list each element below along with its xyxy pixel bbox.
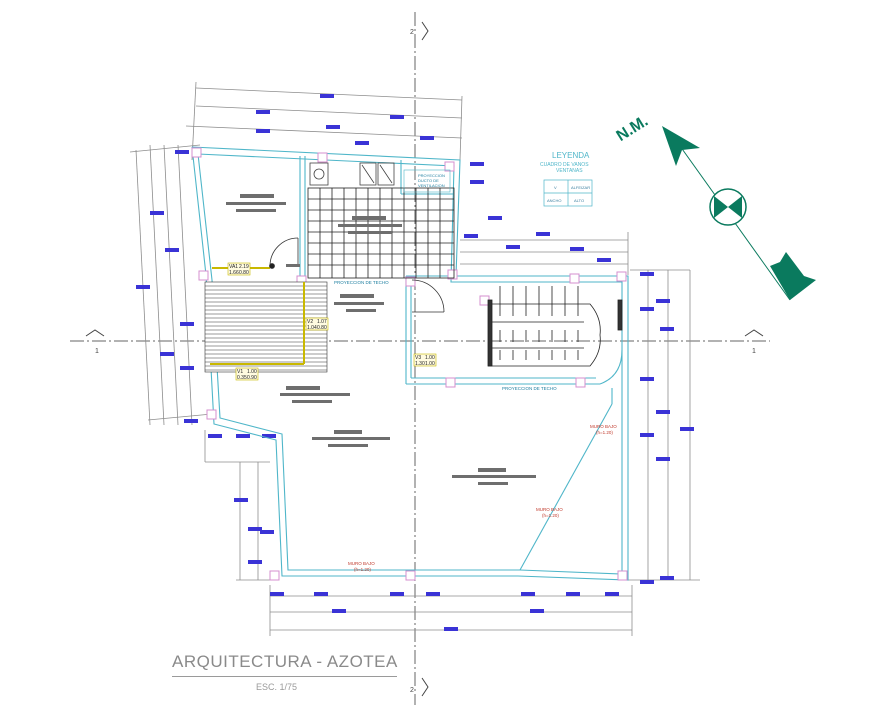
axis-label-left: 1 [95, 348, 99, 355]
title-underline [172, 676, 397, 677]
staircase [487, 286, 623, 367]
window-code: VA1 [229, 264, 238, 270]
roof-projection-note-2: PROYECCION DE TECHO [502, 386, 557, 391]
laundry-fixtures [309, 162, 395, 186]
low-wall-note-1: MURO BAJO [590, 424, 617, 429]
axis-label-right: 1 [752, 348, 756, 355]
window-bottom-b: 0.80 [317, 325, 327, 331]
low-wall-height-1: (h=1.20) [596, 430, 613, 435]
window-code: V3 [415, 355, 421, 361]
window-code: V1 [237, 369, 243, 375]
window-tag-v1: V1 1.00 0.35 0.90 [235, 367, 259, 381]
window-top-value: 1.07 [317, 319, 327, 325]
window-bottom-a: 1.66 [229, 270, 239, 276]
roof-hatch [204, 281, 328, 373]
legend-subtitle-1: CUADRO DE VANOS [540, 162, 589, 168]
window-bottom-a: 0.35 [237, 375, 247, 381]
axis-label-top: 2 [410, 29, 414, 36]
low-wall-height-2: (h=1.20) [542, 513, 559, 518]
column-markers [191, 147, 628, 581]
low-wall-note-2: MURO BAJO [536, 507, 563, 512]
legend-row-2-value: ALTO [574, 198, 584, 203]
window-top-value: 1.00 [247, 369, 257, 375]
window-bottom-a: 1.04 [307, 325, 317, 331]
north-label: N.M. [614, 113, 652, 145]
duct-note-line-2: DUCTO DE [418, 178, 439, 183]
duct-box [403, 169, 451, 193]
legend-title: LEYENDA [552, 151, 590, 160]
legend-subtitle-2: VENTANAS [556, 168, 583, 174]
legend: LEYENDA CUADRO DE VANOS VENTANAS V ALFEI… [540, 151, 593, 207]
north-arrow: N.M. [614, 113, 816, 301]
axis-lines [70, 12, 770, 705]
window-tag-v2: V2 1.07 1.04 0.80 [305, 317, 329, 331]
dimension-tags [136, 94, 694, 631]
low-wall-note-3: MURO BAJO [348, 561, 375, 566]
legend-row-2-code: ANCHO [547, 198, 561, 203]
legend-row-1-code: V [554, 185, 557, 190]
room-label-blocks [226, 194, 536, 485]
duct-note-line-3: VENTILACION [418, 183, 445, 188]
legend-row-1-value: ALFEIZAR [571, 185, 590, 190]
window-top-value: 2.19 [239, 264, 249, 270]
title-block: ARQUITECTURA - AZOTEA ESC. 1/75 [172, 652, 412, 692]
window-top-value: 1.00 [425, 355, 435, 361]
window-tag-v3: V3 1.00 1.30 1.00 [413, 353, 437, 367]
low-wall-height-3: (h=1.20) [354, 567, 371, 572]
duct-note-line-1: PROYECCION [418, 173, 445, 178]
drawing-scale: ESC. 1/75 [256, 682, 298, 692]
window-bottom-b: 1.00 [425, 361, 435, 367]
drawing-title: ARQUITECTURA - AZOTEA [172, 652, 398, 671]
window-bottom-b: 0.90 [247, 375, 257, 381]
window-code: V2 [307, 319, 313, 325]
axis-label-bottom: 2 [410, 687, 414, 694]
axis-markers [85, 21, 764, 697]
window-bottom-b: 0.80 [239, 270, 249, 276]
roof-projection-note-1: PROYECCION DE TECHO [334, 280, 389, 285]
door-swings [269, 237, 445, 313]
window-bottom-a: 1.30 [415, 361, 425, 367]
window-tag-va1: VA1 2.19 1.66 0.80 [227, 262, 251, 276]
